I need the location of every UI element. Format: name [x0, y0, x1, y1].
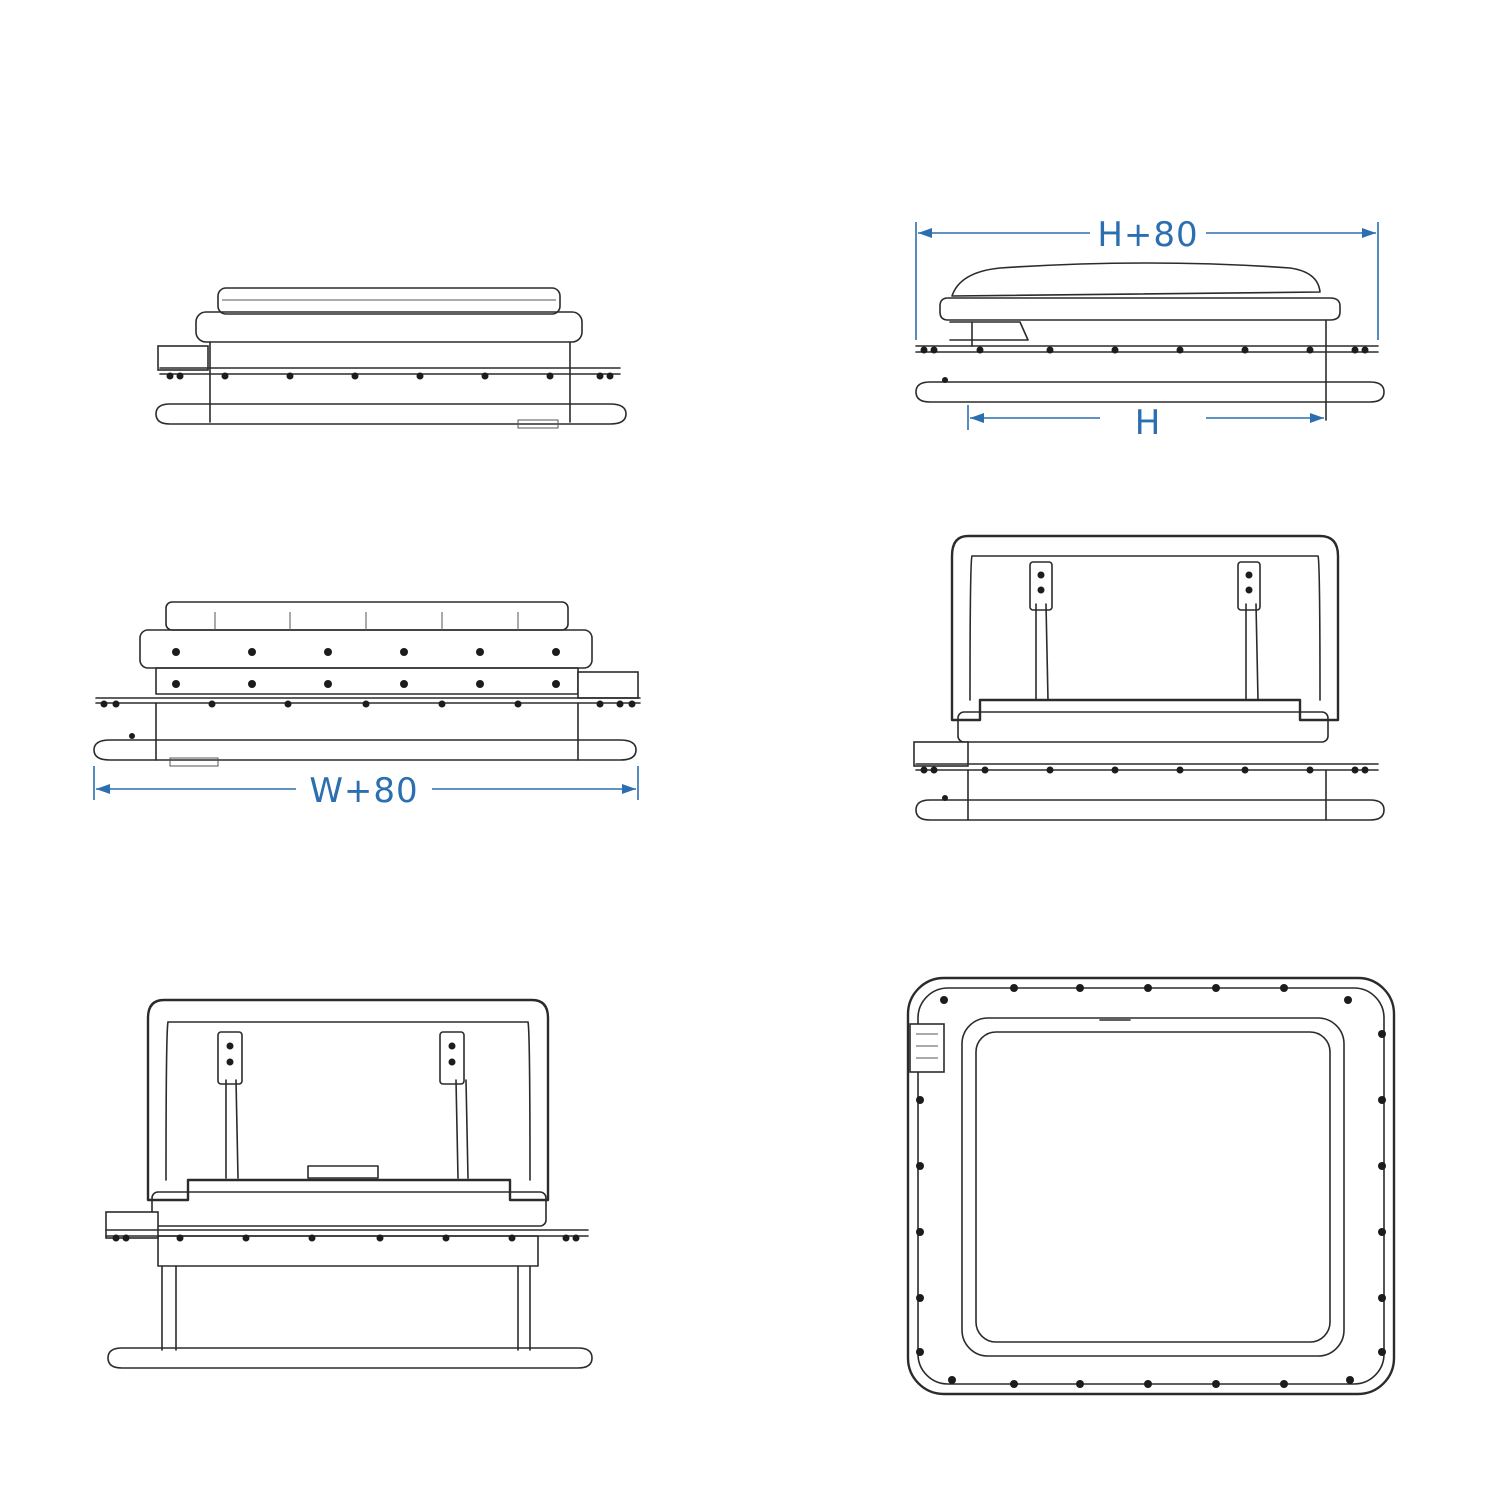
bolt-row	[166, 372, 614, 380]
dimension-label-h: H	[1135, 403, 1162, 443]
view-front-open-raised	[105, 998, 593, 1369]
view-top-plan	[906, 976, 1396, 1396]
dimension-inner-width: H	[967, 403, 1324, 443]
flange-holes	[916, 984, 1386, 1388]
dimension-outer-width: H+80	[915, 215, 1379, 340]
view-side-open-raised	[913, 534, 1385, 821]
bolt-row	[100, 648, 636, 739]
bolt-row	[920, 346, 1369, 383]
bolt-row	[112, 1234, 580, 1242]
view-side-closed-long: H+80 H	[915, 215, 1385, 443]
view-side-closed-short	[155, 287, 627, 429]
lifting-arm-right	[1237, 561, 1261, 701]
lifting-arm-left	[217, 1031, 243, 1179]
lifting-arm-right	[439, 1031, 469, 1179]
bolt-row	[920, 766, 1369, 801]
dimension-outer-length: W+80	[93, 766, 639, 811]
view-front-closed: W+80	[93, 601, 641, 811]
dimension-label-h-plus-80: H+80	[1097, 215, 1198, 255]
lifting-arm-left	[1029, 561, 1053, 701]
dimension-label-w-plus-80: W+80	[309, 771, 418, 811]
